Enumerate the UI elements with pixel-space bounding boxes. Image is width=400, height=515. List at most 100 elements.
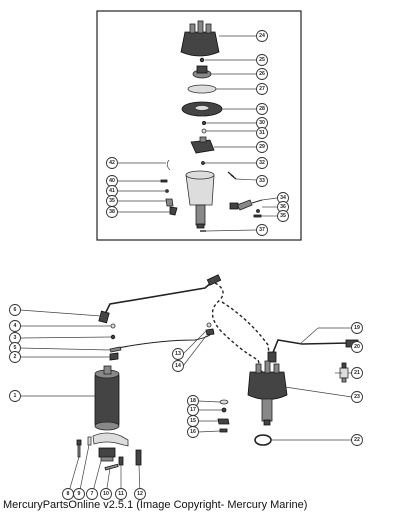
connector-13-part (206, 322, 212, 328)
svg-text:42: 42 (109, 160, 115, 166)
callout-3: 3 (9, 332, 21, 344)
svg-text:13: 13 (175, 351, 181, 357)
distributor-housing-part (185, 170, 215, 229)
svg-text:29: 29 (259, 144, 265, 150)
condenser-part (229, 199, 263, 211)
o-ring-part (254, 434, 272, 446)
callout-14: 14 (172, 360, 184, 372)
svg-text:33: 33 (259, 178, 265, 184)
coil-bracket-part (92, 432, 129, 462)
callout-18: 18 (187, 395, 199, 407)
svg-text:24: 24 (259, 33, 265, 39)
shield-ring-part (187, 84, 217, 94)
svg-text:34: 34 (280, 195, 286, 201)
plug-lead-part (267, 339, 359, 363)
screw-16-part (219, 428, 228, 433)
breaker-assembly-part (190, 136, 215, 154)
screw-left-part (160, 179, 168, 183)
svg-text:37: 37 (259, 227, 265, 233)
svg-text:32: 32 (259, 160, 265, 166)
spark-plug-part (339, 362, 349, 383)
callout-19: 19 (351, 322, 363, 334)
screw-right-part (256, 209, 260, 213)
callout-27: 27 (256, 83, 268, 95)
callout-17: 17 (187, 404, 199, 416)
callout-37: 37 (256, 224, 268, 236)
svg-text:23: 23 (354, 394, 360, 400)
svg-text:21: 21 (354, 370, 360, 376)
inset-frame (96, 10, 302, 241)
washer-3-part (110, 334, 116, 340)
svg-text:38: 38 (109, 209, 115, 215)
base-plate-part (181, 101, 223, 117)
washer-part (201, 128, 207, 134)
callout-23: 23 (351, 391, 363, 403)
svg-text:5: 5 (14, 345, 17, 351)
callout-10: 10 (100, 488, 112, 500)
bracket-15-part (217, 418, 230, 425)
svg-text:12: 12 (137, 491, 143, 497)
callout-13: 13 (172, 348, 184, 360)
coil-lead-part (98, 274, 222, 324)
svg-text:11: 11 (118, 491, 124, 497)
nut-17-part (221, 407, 227, 413)
svg-text:41: 41 (109, 188, 115, 194)
callout-25: 25 (256, 54, 268, 66)
callout-5: 5 (9, 342, 21, 354)
svg-text:28: 28 (259, 106, 265, 112)
dashed-wire-part (211, 282, 263, 373)
svg-text:14: 14 (175, 363, 181, 369)
bracket-hardware-part (76, 436, 142, 471)
callout-12: 12 (134, 488, 146, 500)
callout-30: 30 (256, 117, 268, 129)
nut-4-part (110, 323, 116, 329)
svg-text:10: 10 (103, 491, 109, 497)
svg-text:35: 35 (280, 213, 286, 219)
svg-text:2: 2 (14, 354, 17, 360)
svg-text:4: 4 (14, 323, 17, 329)
svg-text:27: 27 (259, 86, 265, 92)
ignition-coil-part (94, 365, 120, 431)
svg-text:31: 31 (259, 130, 265, 136)
callout-16: 16 (187, 426, 199, 438)
callout-42: 42 (106, 157, 118, 169)
callout-29: 29 (256, 141, 268, 153)
callout-32: 32 (256, 157, 268, 169)
callout-28: 28 (256, 103, 268, 115)
callout-35-left: 35 (106, 195, 118, 207)
svg-text:19: 19 (354, 325, 360, 331)
callout-41: 41 (106, 185, 118, 197)
callout-4: 4 (9, 320, 21, 332)
callout-38-left: 38 (106, 206, 118, 218)
clamp-left-part (165, 198, 174, 207)
svg-text:16: 16 (190, 429, 196, 435)
callout-6: 6 (9, 304, 21, 316)
callout-9: 9 (73, 488, 85, 500)
svg-text:22: 22 (354, 437, 360, 443)
rotor-part (192, 65, 212, 79)
spring-clip-part (166, 159, 171, 171)
upper-leader-lines (118, 35, 278, 232)
callout-26: 26 (256, 68, 268, 80)
svg-text:17: 17 (190, 407, 196, 413)
dashed-wire2-part (221, 301, 271, 363)
svg-text:36: 36 (280, 204, 286, 210)
callout-40: 40 (106, 175, 118, 187)
copyright-caption: MercuryPartsOnline v2.5.1 (Image Copyrig… (3, 499, 308, 511)
callout-7: 7 (86, 488, 98, 500)
terminal-14-part (205, 328, 215, 336)
svg-text:8: 8 (67, 491, 70, 497)
callout-33: 33 (256, 175, 268, 187)
callout-24: 24 (256, 30, 268, 42)
svg-text:35: 35 (109, 198, 115, 204)
terminal-2-part (109, 352, 119, 361)
callout-22: 22 (351, 434, 363, 446)
screw-right2-part (253, 214, 262, 218)
small-clip-part (201, 161, 205, 165)
svg-text:15: 15 (190, 418, 196, 424)
callout-1: 1 (9, 390, 21, 402)
washer-left-part (165, 189, 169, 193)
washer-18-part (219, 399, 229, 405)
callout-2: 2 (9, 351, 21, 363)
svg-text:40: 40 (109, 178, 115, 184)
